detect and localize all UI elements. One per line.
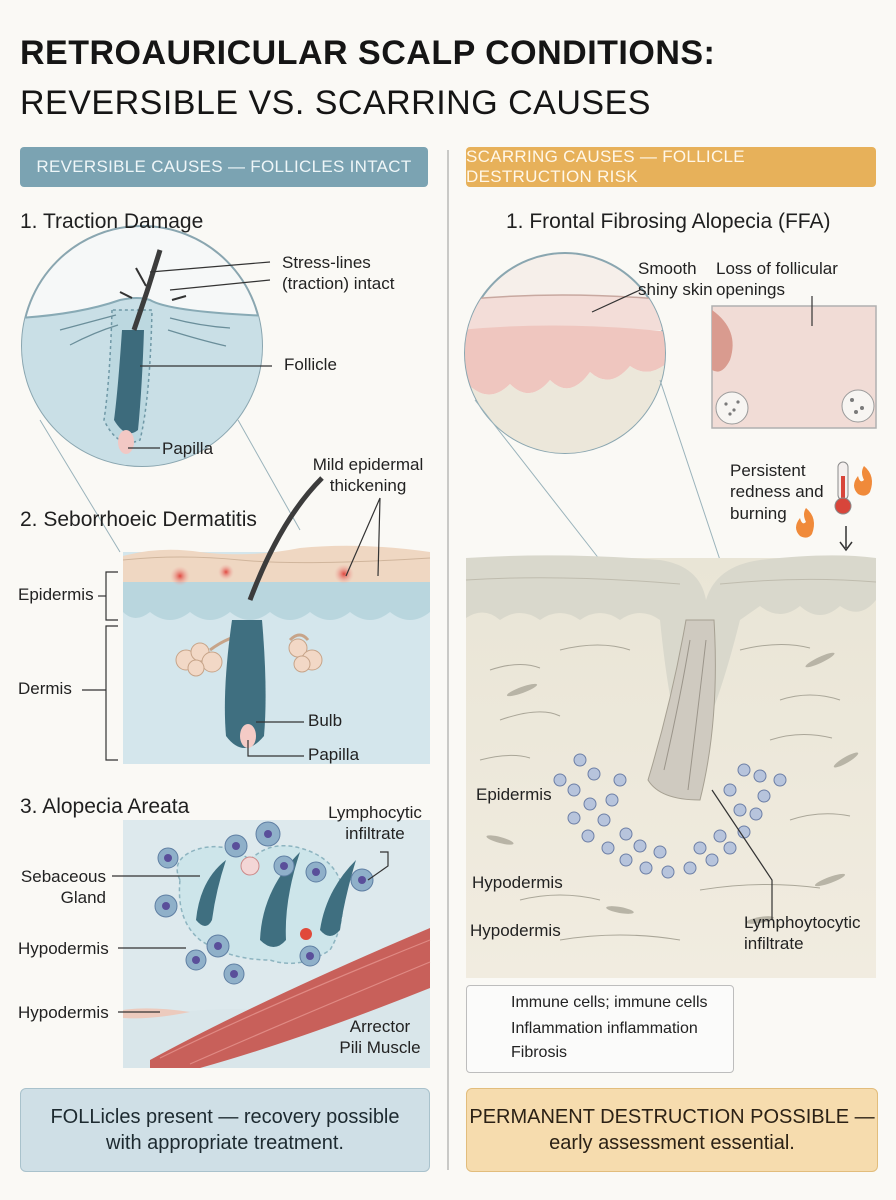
section-ffa: 1. Frontal Fibrosing Alopecia (FFA): [506, 210, 831, 233]
summary-reversible: FOLLicles present — recovery possible wi…: [20, 1088, 430, 1172]
label-stress-lines: Stress-lines (traction) intact: [282, 253, 395, 294]
legend-item-fibrosis: Fibrosis: [511, 1044, 567, 1062]
label-smooth-shiny-skin: Smooth shiny skin: [638, 259, 713, 300]
label-hypodermis-left-2: Hypodermis: [18, 1003, 109, 1022]
label-sebaceous-gland: Sebaceous Gland: [20, 867, 106, 908]
label-epidermis: Epidermis: [18, 585, 94, 604]
scalp-surface-box: [711, 305, 877, 429]
label-hypodermis-left-1: Hypodermis: [18, 939, 109, 958]
flame-icon: [796, 466, 872, 538]
label-loss-follicular-openings: Loss of follicular openings: [716, 259, 838, 300]
legend-label-inflammation: Inflammation inflammation: [511, 1020, 698, 1037]
page-title-line2: REVERSIBLE VS. SCARRING CAUSES: [20, 84, 651, 122]
label-epidermis-ffa: Epidermis: [476, 785, 552, 804]
label-follicle: Follicle: [284, 355, 337, 374]
ffa-cross-section: [465, 555, 877, 978]
label-dermis: Dermis: [18, 679, 72, 698]
thermometer-icon: [834, 461, 852, 515]
summary-scarring: PERMANENT DESTRUCTION POSSIBLE — early a…: [466, 1088, 878, 1172]
legend-label-fibrosis: Fibrosis: [511, 1044, 568, 1061]
section-traction-damage: 1. Traction Damage: [20, 210, 204, 233]
section-seborrhoeic-dermatitis: 2. Seborrhoeic Dermatitis: [20, 508, 257, 531]
scarring-header-band: SCARRING CAUSES — FOLLICLE DESTRUCTION R…: [466, 147, 876, 187]
legend-item-immune: Immune cells; immune cells: [511, 994, 708, 1012]
page-title-line1: RETROAURICULAR SCALP CONDITIONS:: [20, 34, 716, 72]
label-lymphoytocytic-infiltrate: Lymphoytocytic infiltrate: [744, 913, 861, 954]
label-mild-thickening: Mild epidermal thickening: [312, 455, 424, 496]
label-hypodermis-ffa-1: Hypodermis: [472, 873, 563, 892]
label-lymphocytic-infiltrate: Lymphocytic infiltrate: [328, 803, 422, 844]
legend-box: Immune cells; immune cells Inflammation …: [466, 985, 734, 1073]
reversible-header-band: REVERSIBLE CAUSES — FOLLICLES INTACT: [20, 147, 428, 187]
label-arrector-pili-muscle: Arrector Pili Muscle: [339, 1017, 421, 1058]
ffa-magnified-circle: [464, 252, 666, 454]
label-hypodermis-ffa-2: Hypodermis: [470, 921, 561, 940]
legend-item-inflammation: Inflammation inflammation: [511, 1020, 698, 1038]
alopecia-leaders: [112, 851, 389, 1013]
label-papilla-traction: Papilla: [162, 439, 214, 458]
label-papilla-seb: Papilla: [308, 745, 360, 764]
traction-circle: [21, 225, 263, 467]
column-divider: [447, 150, 449, 1170]
alopecia-areata-illustration: [123, 820, 431, 1068]
seborrhoeic-brackets: [82, 497, 381, 761]
seborrhoeic-cross-section: [122, 476, 431, 764]
label-bulb: Bulb: [308, 711, 343, 730]
label-persistent-redness: Persistent redness and burning: [730, 461, 824, 523]
legend-label-immune: Immune cells; immune cells: [511, 994, 708, 1011]
section-alopecia-areata: 3. Alopecia Areata: [20, 795, 190, 818]
traction-leaders: [128, 261, 272, 449]
